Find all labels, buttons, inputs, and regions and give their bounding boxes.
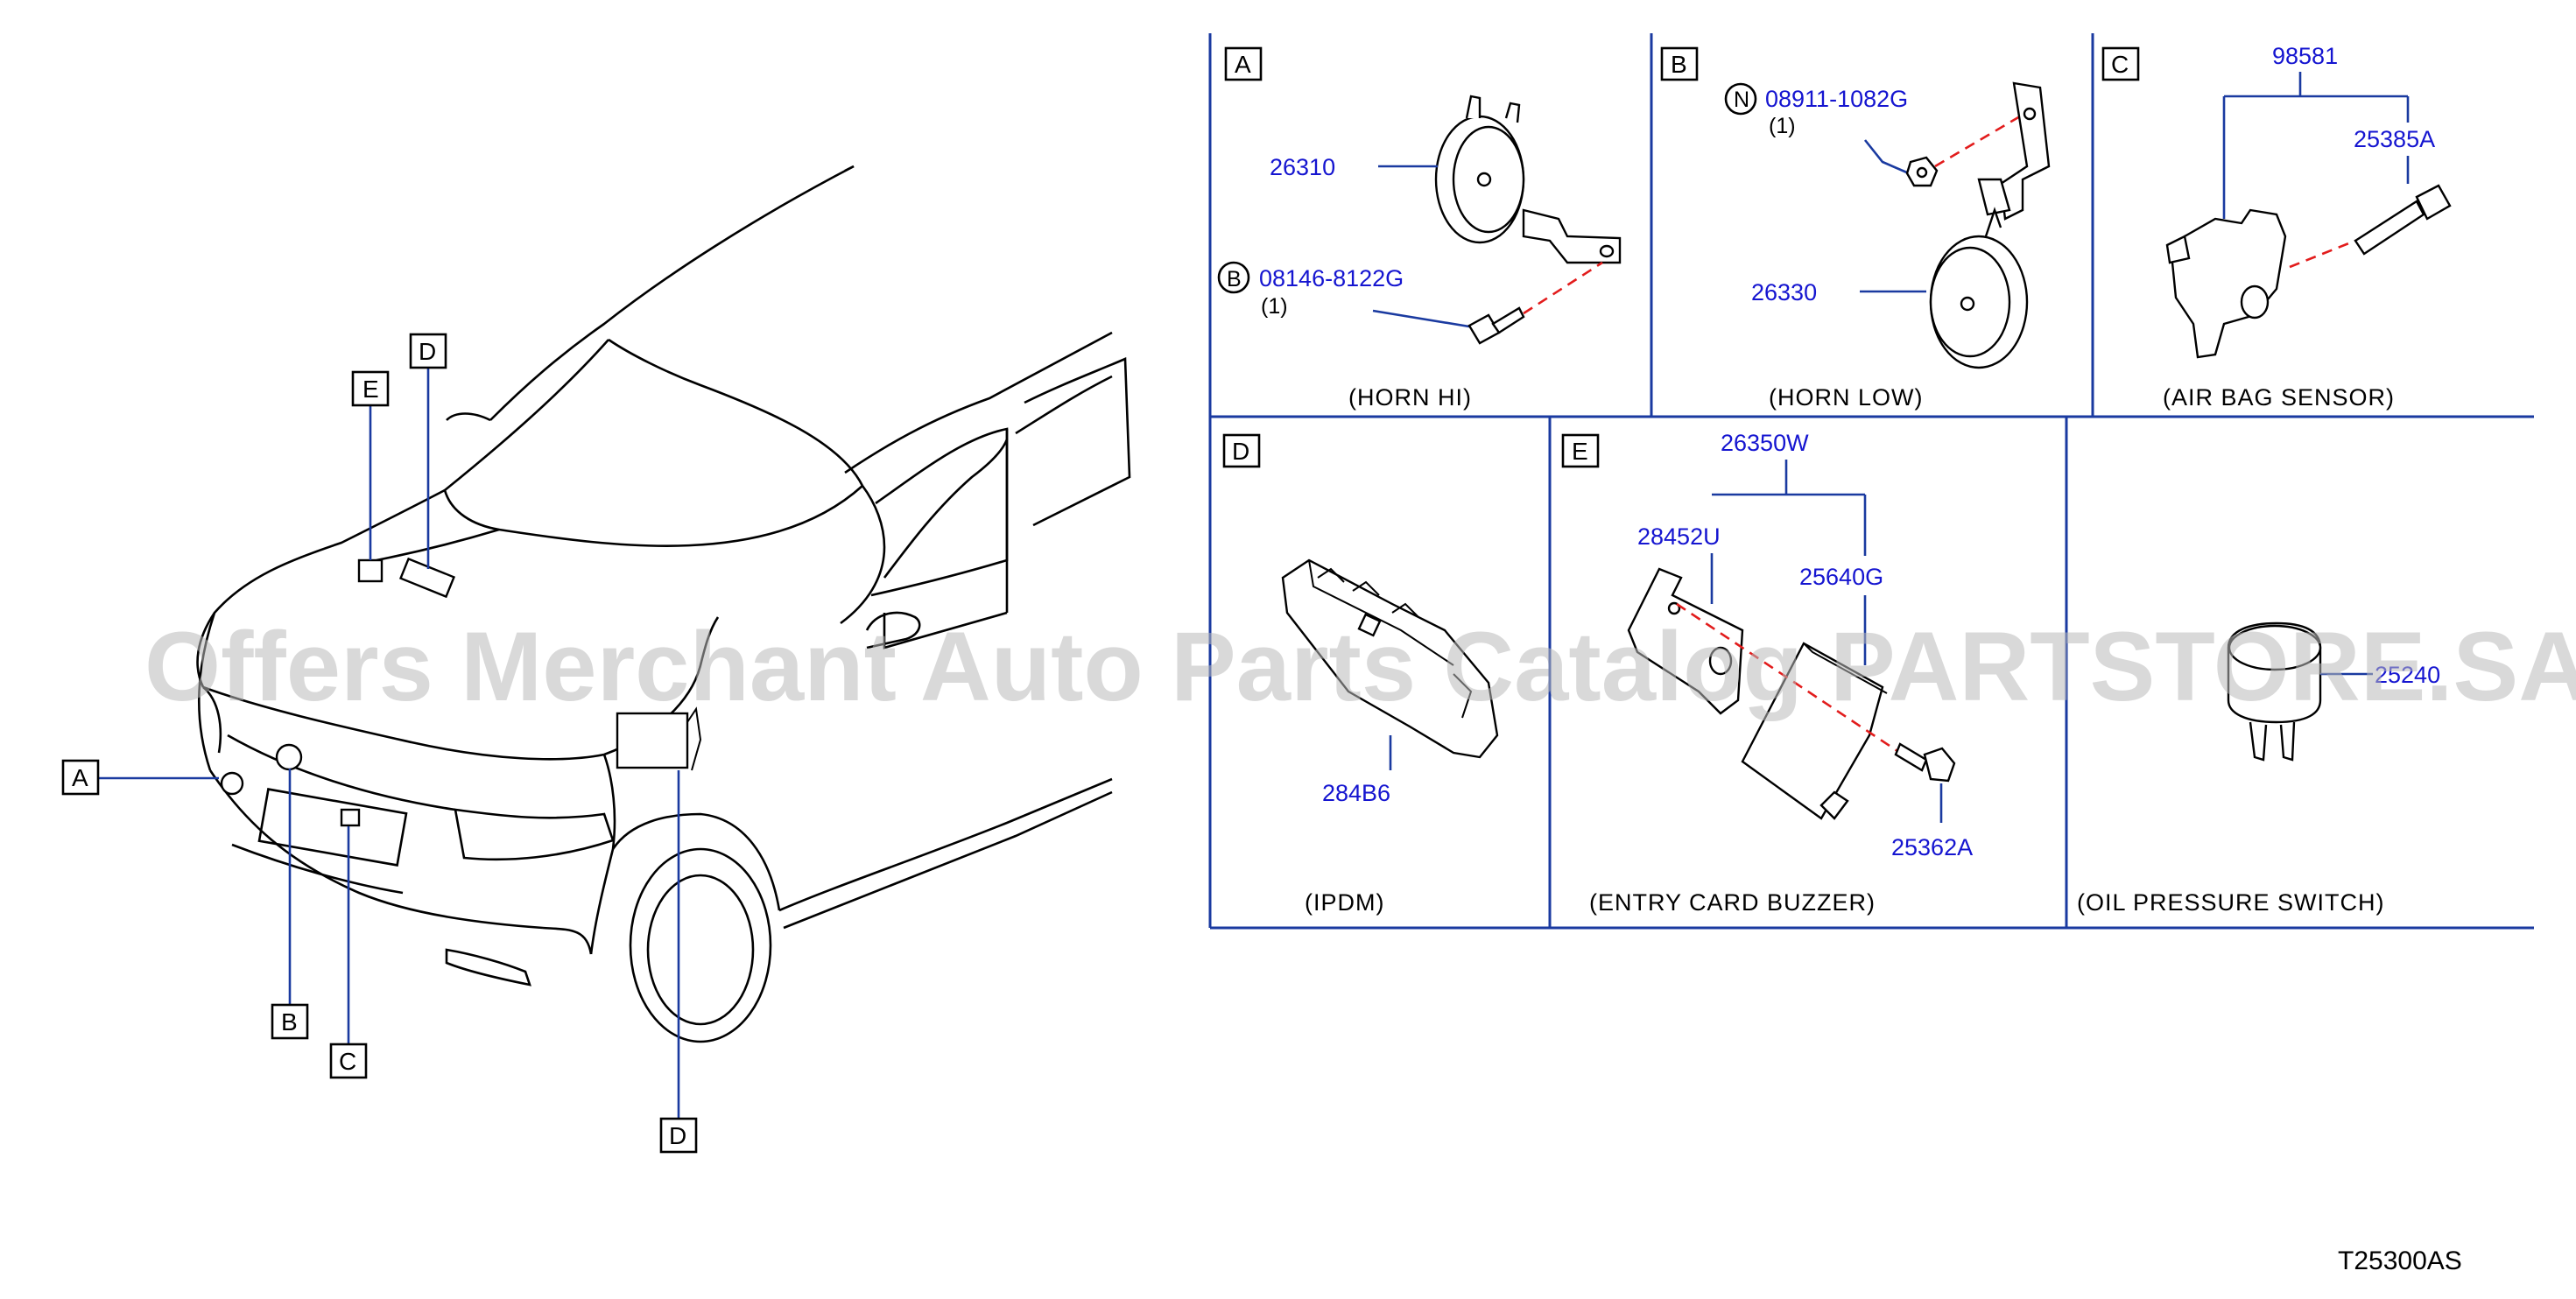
panel-ipdm: D 284B6 (IPDM)	[1222, 433, 1499, 916]
buzzer-icon	[1741, 642, 1888, 820]
vehicle-callouts: A B C D E D	[61, 333, 698, 1154]
vehicle-illustration	[196, 165, 1131, 1043]
panel-air-bag-sensor: C 98581 25385A (AIR BAG SENSOR)	[2101, 43, 2452, 411]
part-number: 284B6	[1322, 780, 1390, 806]
callout-label: E	[362, 376, 379, 403]
nut-icon	[1905, 156, 1939, 187]
panel-horn-hi: A 26310 B 08146-8122G (1) (HORN HI)	[1217, 46, 1622, 411]
airbag-sensor-marker-icon	[340, 808, 361, 827]
ipdm-marker-icon	[398, 557, 456, 599]
callout-label: B	[281, 1008, 298, 1036]
bolt-icon	[1467, 306, 1525, 345]
callout-box	[351, 370, 390, 407]
bolt-symbol-icon	[1217, 261, 1250, 294]
panel-horn-low: B N 08911-1082G (1) 26330 (HORN LOW)	[1660, 46, 2051, 411]
callout-label: C	[339, 1048, 356, 1075]
horn-low-marker-icon	[275, 743, 303, 771]
part-qty: (1)	[1769, 114, 1796, 138]
panel-letter: A	[1235, 51, 1251, 78]
watermark: Offers Merchant Auto Parts Catalog PARTS…	[144, 612, 2576, 721]
part-number: 25385A	[2354, 126, 2435, 152]
callout-box	[329, 1043, 368, 1079]
horn-icon	[1929, 207, 2029, 369]
part-number: 98581	[2272, 43, 2338, 69]
panel-caption: (HORN LOW)	[1769, 384, 1923, 411]
airbag-sensor-icon	[2165, 208, 2287, 359]
panel-letter-box	[2101, 46, 2140, 81]
panel-caption: (HORN HI)	[1348, 384, 1472, 411]
bolt-icon	[2354, 184, 2452, 256]
part-number: 26330	[1751, 279, 1817, 305]
nut-symbol: N	[1734, 88, 1749, 112]
part-number: 08146-8122G	[1259, 265, 1404, 291]
panel-letter-box	[1224, 46, 1263, 81]
panel-letter: D	[1232, 438, 1249, 465]
panel-letter-box	[1222, 433, 1261, 468]
buzzer-bracket-icon	[1627, 567, 1744, 715]
bolt-icon	[1894, 742, 1956, 783]
panel-caption: (AIR BAG SENSOR)	[2163, 384, 2395, 411]
callout-box	[659, 1117, 698, 1154]
horn-bracket-icon	[1977, 81, 2051, 221]
panel-caption: (IPDM)	[1305, 889, 1384, 916]
callout-label: D	[669, 1122, 686, 1149]
entry-buzzer-marker-icon	[357, 558, 384, 583]
callout-box	[61, 759, 100, 796]
callout-label: A	[72, 764, 88, 791]
horn-icon	[1434, 95, 1622, 264]
panel-letter: C	[2111, 51, 2129, 78]
diagram-code: T25300AS	[2338, 1246, 2462, 1275]
horn-hi-marker-icon	[220, 771, 244, 796]
callout-box	[271, 1003, 309, 1040]
callout-label: D	[419, 338, 436, 365]
bolt-symbol: B	[1227, 267, 1242, 291]
panel-letter: B	[1671, 51, 1687, 78]
part-qty: (1)	[1261, 294, 1288, 319]
panel-letter: E	[1572, 438, 1588, 465]
part-number: 26310	[1270, 154, 1335, 180]
panel-oil-pressure-switch: 25240 (OIL PRESSURE SWITCH)	[2077, 621, 2440, 916]
panel-caption: (ENTRY CARD BUZZER)	[1589, 889, 1876, 916]
part-number: 28452U	[1637, 523, 1721, 550]
part-number: 26350W	[1721, 430, 1809, 456]
part-number: 25640G	[1799, 564, 1883, 590]
part-number: 25362A	[1891, 834, 1973, 860]
panel-caption: (OIL PRESSURE SWITCH)	[2077, 889, 2385, 916]
panel-letter-box	[1660, 46, 1699, 81]
ipdm-module-icon	[1281, 558, 1499, 759]
panel-letter-box	[1561, 433, 1600, 468]
callout-box	[409, 333, 447, 369]
nut-symbol-icon	[1724, 82, 1757, 116]
ipdm-box-marker-icon	[616, 712, 689, 769]
panel-grid	[1208, 33, 2534, 930]
part-number: 25240	[2375, 662, 2440, 688]
panel-entry-card-buzzer: E 26350W 28452U 25640G 25362A (ENTRY CAR…	[1561, 430, 1973, 916]
part-number: 08911-1082G	[1765, 86, 1908, 112]
oil-pressure-switch-icon	[2227, 621, 2322, 762]
